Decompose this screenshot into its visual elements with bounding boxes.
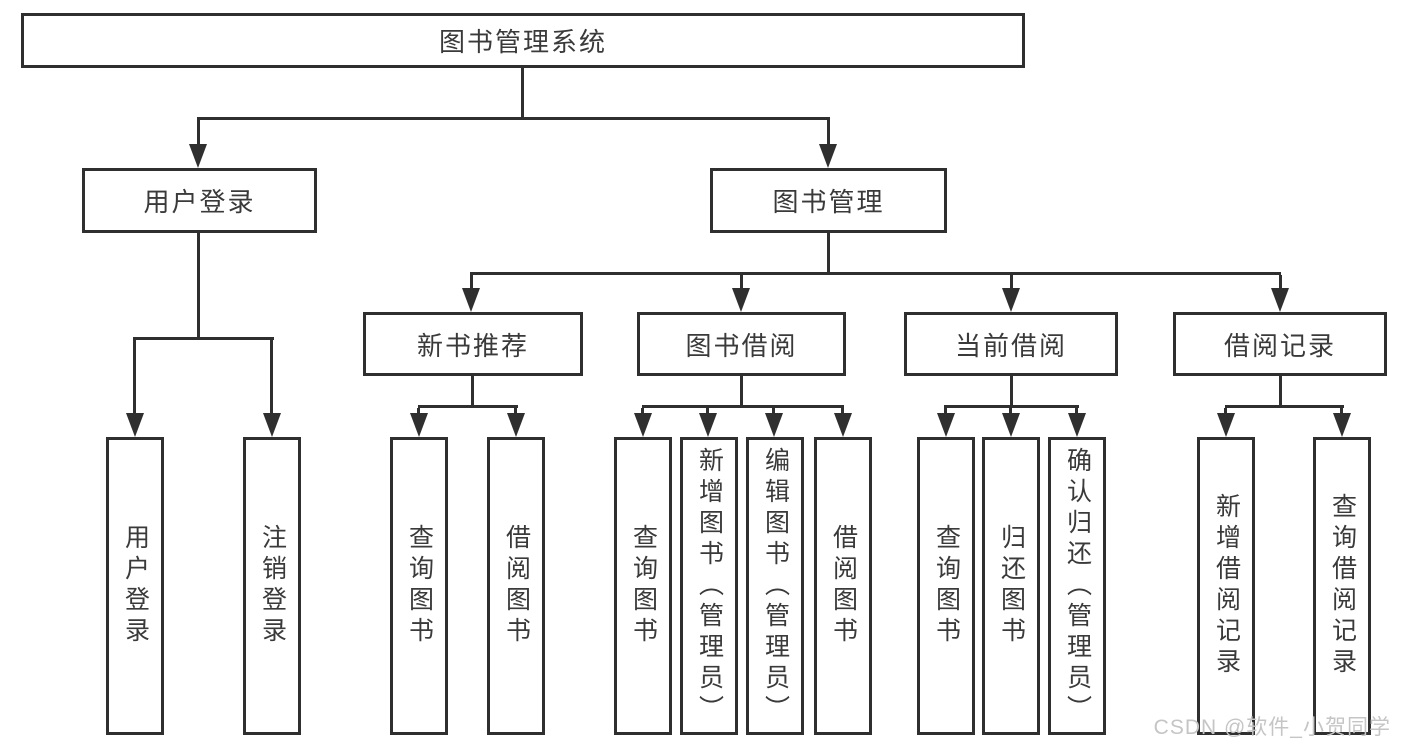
- arrow-down: [1068, 413, 1086, 437]
- leaf-query-books-recommend: 查询图书: [390, 437, 448, 735]
- arrow-down: [834, 413, 852, 437]
- stub-to-leaf: [641, 408, 644, 416]
- arrow-down: [462, 288, 480, 312]
- book-management-trunk-line: [827, 233, 830, 274]
- arrow-down: [263, 413, 281, 437]
- arrow-down: [634, 413, 652, 437]
- arrow-down: [819, 144, 837, 168]
- current-borrowing-junction-line: [944, 405, 1079, 408]
- stub-to-leaf: [1224, 408, 1227, 416]
- leaf-query-books-borrowing: 查询图书: [614, 437, 672, 735]
- leaf-user-login: 用户登录: [106, 437, 164, 735]
- arrow-down: [1333, 413, 1351, 437]
- leaf-add-book-admin: 新增图书（管理员）: [680, 437, 738, 735]
- csdn-watermark: CSDN @软件_小贺同学: [1153, 716, 1391, 739]
- new-book-recommend-junction-line: [418, 405, 518, 408]
- node-book-borrowing: 图书借阅: [637, 312, 846, 376]
- book-borrowing-trunk-line: [740, 376, 743, 407]
- stub-to-leaf: [1340, 408, 1343, 416]
- arrow-down: [507, 413, 525, 437]
- leaf-confirm-return-admin: 确认归还（管理员）: [1048, 437, 1106, 735]
- arrow-down: [189, 144, 207, 168]
- stub-to-leaf: [270, 340, 273, 414]
- stub-to-book-borrowing: [740, 275, 743, 290]
- node-library-management-system: 图书管理系统: [21, 13, 1025, 68]
- leaf-logout: 注销登录: [243, 437, 301, 735]
- stub-to-borrow-records: [1279, 275, 1282, 290]
- user-login-trunk-line: [197, 233, 200, 340]
- stub-to-current-borrowing: [1010, 275, 1013, 290]
- stub-to-leaf: [1009, 408, 1012, 416]
- user-login-junction-line: [133, 337, 274, 340]
- arrow-down: [1217, 413, 1235, 437]
- arrow-down: [1002, 413, 1020, 437]
- root-junction-line: [197, 117, 830, 120]
- stub-to-leaf: [417, 408, 420, 416]
- leaf-borrow-books-borrowing: 借阅图书: [814, 437, 872, 735]
- book-management-junction-line: [470, 272, 1281, 275]
- leaf-return-book: 归还图书: [982, 437, 1040, 735]
- leaf-edit-book-admin: 编辑图书（管理员）: [746, 437, 804, 735]
- stub-to-leaf: [514, 408, 517, 416]
- node-new-book-recommend: 新书推荐: [363, 312, 583, 376]
- stub-to-new-book-recommend: [470, 275, 473, 290]
- stub-to-leaf: [1075, 408, 1078, 416]
- book-borrowing-junction-line: [642, 405, 844, 408]
- node-user-login-group: 用户登录: [82, 168, 317, 233]
- stub-to-book-management: [827, 120, 830, 146]
- stub-to-leaf: [706, 408, 709, 416]
- arrow-down: [126, 413, 144, 437]
- arrow-down: [765, 413, 783, 437]
- root-trunk-line: [521, 68, 524, 120]
- arrow-down: [699, 413, 717, 437]
- arrow-down: [1002, 288, 1020, 312]
- leaf-query-books-current: 查询图书: [917, 437, 975, 735]
- leaf-borrow-books-recommend: 借阅图书: [487, 437, 545, 735]
- stub-to-leaf: [133, 340, 136, 414]
- node-borrow-records: 借阅记录: [1173, 312, 1387, 376]
- node-current-borrowing: 当前借阅: [904, 312, 1118, 376]
- stub-to-leaf: [944, 408, 947, 416]
- borrow-records-junction-line: [1225, 405, 1344, 408]
- arrow-down: [732, 288, 750, 312]
- stub-to-user-login: [197, 120, 200, 146]
- current-borrowing-trunk-line: [1010, 376, 1013, 407]
- arrow-down: [937, 413, 955, 437]
- leaf-add-borrow-record: 新增借阅记录: [1197, 437, 1255, 735]
- stub-to-leaf: [841, 408, 844, 416]
- arrow-down: [410, 413, 428, 437]
- leaf-query-borrow-record: 查询借阅记录: [1313, 437, 1371, 735]
- arrow-down: [1271, 288, 1289, 312]
- borrow-records-trunk-line: [1279, 376, 1282, 407]
- node-book-management: 图书管理: [710, 168, 947, 233]
- stub-to-leaf: [772, 408, 775, 416]
- new-book-recommend-trunk-line: [471, 376, 474, 407]
